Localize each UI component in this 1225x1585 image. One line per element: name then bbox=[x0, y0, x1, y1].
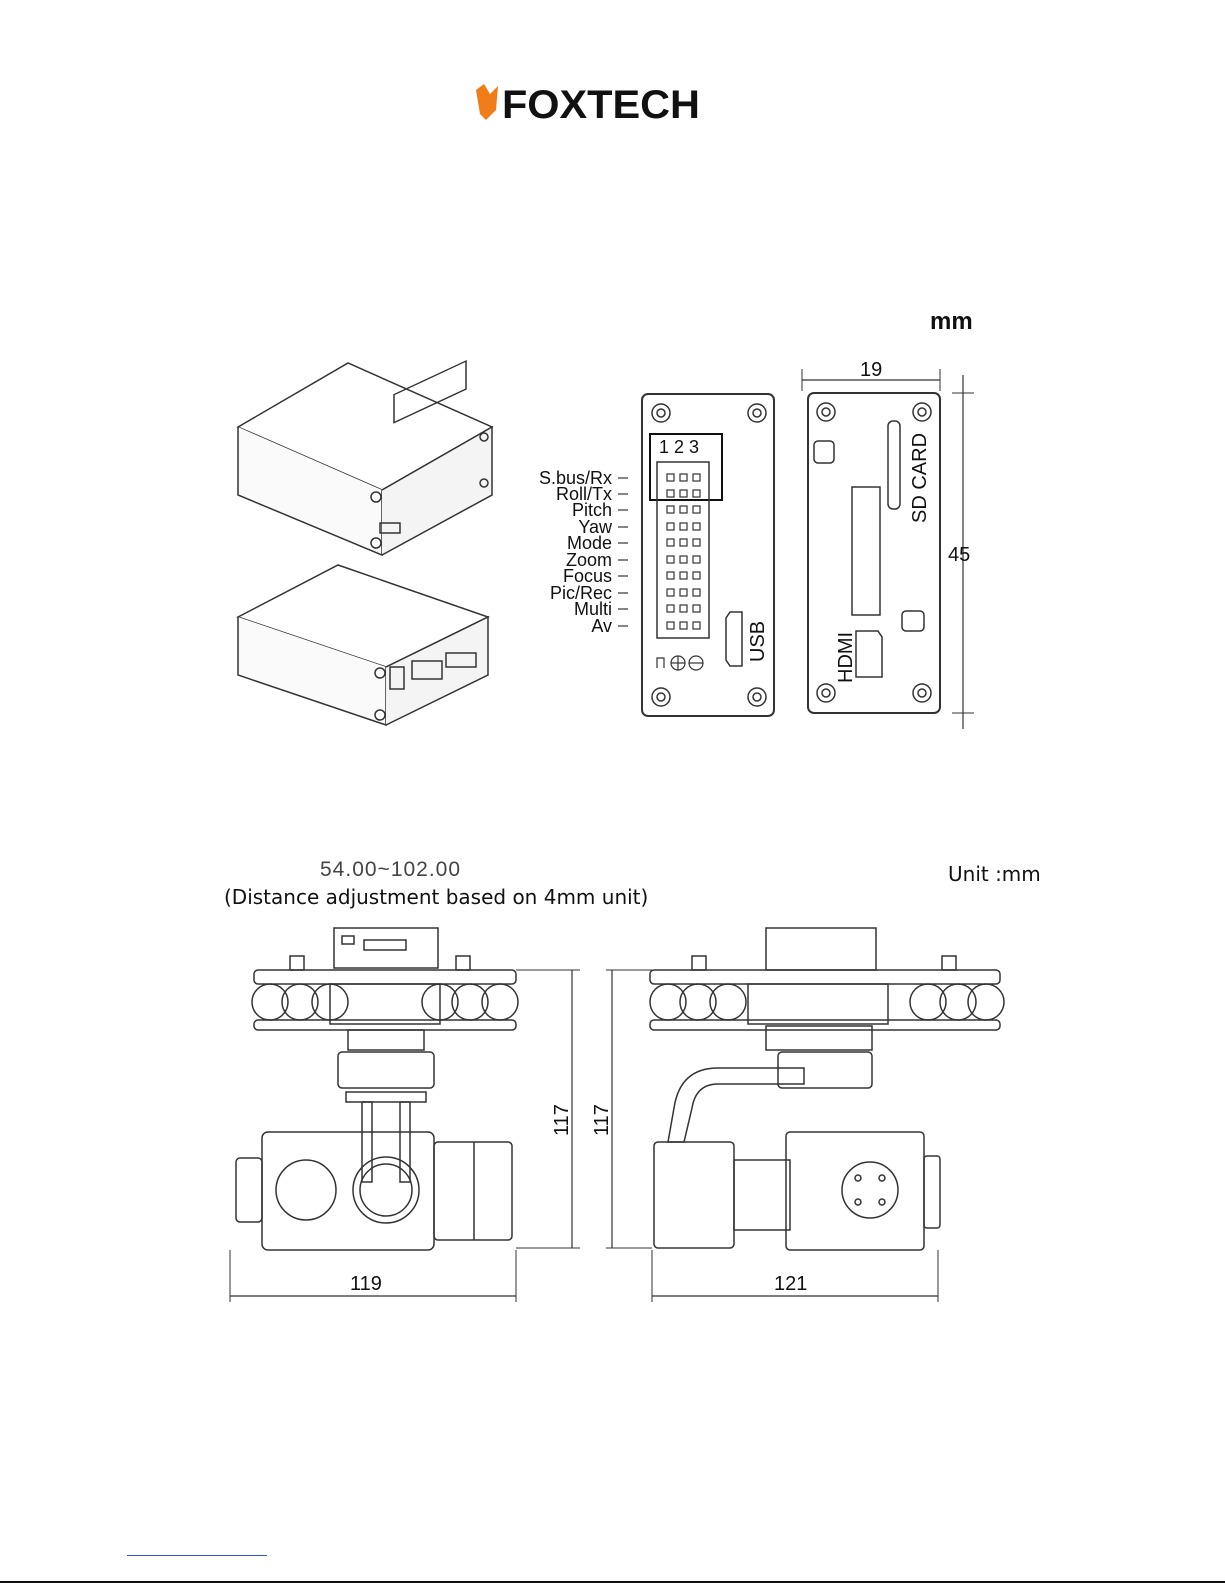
controller-back-board: 19 SD CARD HDMI 45 bbox=[790, 355, 990, 730]
side-width-121: 121 bbox=[774, 1273, 807, 1295]
hdmi-label: HDMI bbox=[835, 632, 857, 683]
foxtech-logo: FOXTECH bbox=[474, 80, 704, 126]
gimbal-side-view: 117 121 bbox=[588, 920, 1008, 1310]
pin-label-av: Av bbox=[591, 616, 612, 636]
led-icon-bottom bbox=[902, 611, 924, 631]
pin-grid bbox=[667, 474, 700, 629]
flat-connector bbox=[852, 487, 880, 615]
page-bottom-rule bbox=[0, 1581, 1225, 1583]
controller-unit-label: mm bbox=[930, 308, 973, 336]
sd-card-slot bbox=[888, 421, 900, 509]
width-dimension-19: 19 bbox=[860, 359, 882, 381]
controller-isometric-views bbox=[226, 355, 496, 727]
hdmi-port-icon bbox=[856, 631, 882, 677]
gimbal-front-view: 119 117 bbox=[224, 920, 614, 1310]
side-motor-disk bbox=[842, 1162, 898, 1218]
pitch-arm bbox=[668, 1068, 804, 1142]
gimbal-unit-label: Unit :mm bbox=[948, 862, 1041, 886]
distance-range: 54.00~102.00 bbox=[320, 858, 461, 882]
signal-ground-power-symbols bbox=[657, 656, 703, 670]
footer-link-underline[interactable] bbox=[127, 1555, 267, 1556]
logo-text: FOXTECH bbox=[502, 83, 700, 126]
pin-labels: S.bus/Rx Roll/Tx Pitch Yaw Mode Zoom Foc… bbox=[539, 468, 613, 636]
led-icon-top bbox=[814, 441, 834, 463]
mount-plate bbox=[254, 970, 516, 984]
front-height-117: 117 bbox=[551, 1104, 573, 1136]
distance-adjustment-note: (Distance adjustment based on 4mm unit) bbox=[224, 885, 648, 909]
pin-label-ticks bbox=[618, 478, 628, 626]
side-height-117: 117 bbox=[591, 1104, 613, 1136]
controller-box-bottom-view bbox=[238, 565, 488, 725]
camera-lens-left bbox=[276, 1160, 336, 1220]
sd-card-label: SD CARD bbox=[909, 433, 931, 523]
front-width-119: 119 bbox=[350, 1273, 382, 1295]
side-yaw-motor bbox=[778, 1052, 872, 1088]
pin-column-header: 1 2 3 bbox=[659, 437, 699, 457]
fox-logo-icon bbox=[476, 84, 498, 120]
controller-board-on-gimbal bbox=[334, 928, 438, 968]
side-camera-body bbox=[786, 1132, 924, 1250]
controller-pin-board: 1 2 3 S.bus/Rx Roll/Tx Pitch Yaw Mode Zo… bbox=[514, 390, 780, 720]
controller-box-top-view bbox=[238, 361, 492, 555]
yaw-motor bbox=[338, 1052, 434, 1088]
camera-body bbox=[262, 1132, 434, 1250]
usb-port-icon bbox=[726, 612, 742, 666]
camera-lens-right bbox=[353, 1157, 419, 1223]
height-dimension-45: 45 bbox=[948, 544, 970, 566]
usb-label: USB bbox=[747, 621, 769, 662]
